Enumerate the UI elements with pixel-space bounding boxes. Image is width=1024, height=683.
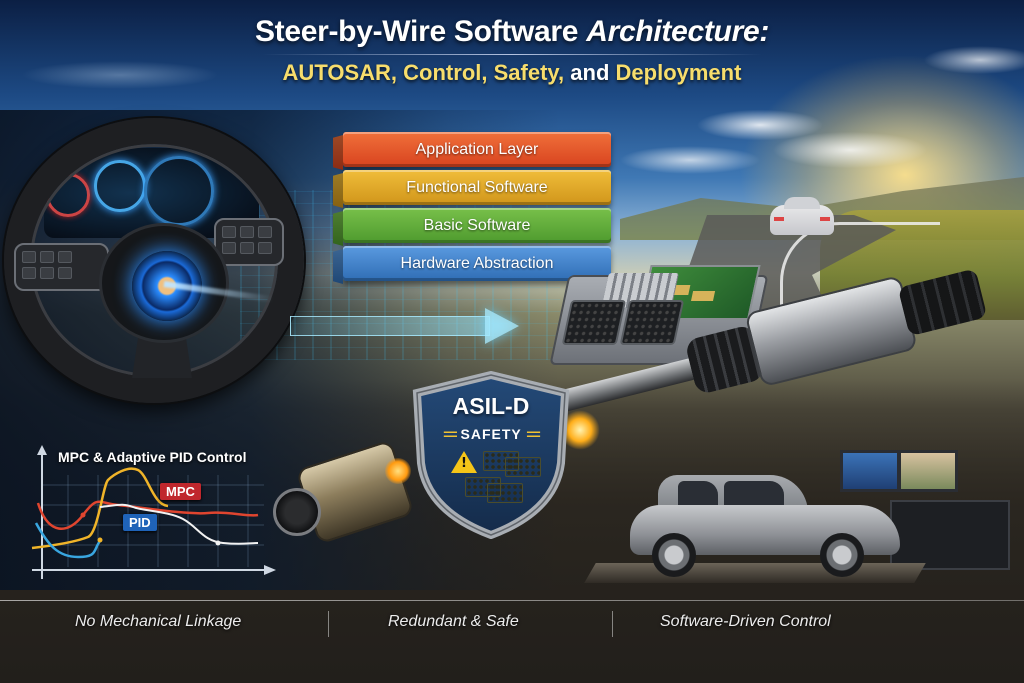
mpc-series-label: MPC (160, 483, 201, 500)
autosar-layer-stack: Application Layer Functional Software Ba… (343, 132, 611, 284)
layer-label: Basic Software (423, 216, 531, 234)
title-italic-text: Architecture: (586, 15, 770, 48)
subtitle-safety: Safety, (493, 60, 565, 85)
steering-hub (99, 223, 274, 343)
wheel-icon (820, 533, 864, 577)
layer-application: Application Layer (343, 132, 611, 167)
steering-wheel-illustration (4, 118, 304, 403)
chart-plot (31, 445, 276, 579)
title-divider (262, 54, 762, 55)
pid-series-label: PID (123, 514, 157, 531)
subtitle-deployment: Deployment (615, 60, 742, 85)
title-main-text: Steer-by-Wire Software (254, 15, 579, 48)
electric-motor-illustration (265, 439, 415, 548)
feature-no-mechanical-linkage: No Mechanical Linkage (75, 613, 242, 630)
road-marking (780, 222, 940, 312)
page-title: Steer-by-Wire Software Architecture: AUT… (0, 12, 1024, 87)
left-spoke-controls (14, 243, 109, 291)
lower-spoke (132, 338, 192, 378)
feature-redundant-safe: Redundant & Safe (388, 613, 519, 630)
wheel-buttons (22, 251, 72, 279)
footer-separator (328, 611, 329, 637)
asil-d-safety-shield: ASIL-D == SAFETY == ! (409, 371, 573, 539)
equipment-rack (890, 500, 1010, 570)
title-line-1: Steer-by-Wire Software Architecture: (0, 12, 1024, 52)
redundant-ecu-icon (487, 483, 523, 503)
subtitle: AUTOSAR, Control, Safety, and Deployment (0, 59, 1024, 87)
safety-text: SAFETY (460, 426, 522, 442)
test-vehicle (630, 475, 900, 577)
control-response-chart: MPC & Adaptive PID Control MPC PID (28, 445, 276, 585)
asil-level-text: ASIL-D (452, 393, 530, 419)
footer-divider (0, 600, 1024, 601)
data-flow-arrow-icon (290, 308, 530, 344)
chart-title: MPC & Adaptive PID Control (58, 449, 247, 465)
distant-sedan (770, 197, 834, 235)
layer-label: Application Layer (415, 140, 539, 158)
footer-separator (612, 611, 613, 637)
monitor-icon (898, 450, 958, 492)
layer-label: Hardware Abstraction (400, 254, 554, 272)
layer-label: Functional Software (406, 178, 548, 196)
monitor-icon (840, 450, 900, 492)
layer-basic-software: Basic Software (343, 208, 611, 243)
subtitle-control: Control, (403, 60, 488, 85)
right-spoke-controls (214, 218, 284, 266)
subtitle-autosar: AUTOSAR, (282, 60, 398, 85)
layer-functional-software: Functional Software (343, 170, 611, 205)
footer-feature-bar: No Mechanical Linkage Redundant & Safe S… (0, 605, 1024, 645)
hil-test-bench-illustration (584, 445, 1020, 595)
warning-triangle-icon (451, 451, 477, 473)
feature-software-driven-control: Software-Driven Control (660, 613, 831, 630)
wheel-icon (652, 533, 696, 577)
subtitle-and: and (570, 60, 610, 85)
wheel-buttons (222, 226, 272, 254)
safety-label: == SAFETY == (443, 426, 541, 442)
layer-hardware-abstraction: Hardware Abstraction (343, 246, 611, 281)
redundant-ecu-icon (505, 457, 541, 477)
